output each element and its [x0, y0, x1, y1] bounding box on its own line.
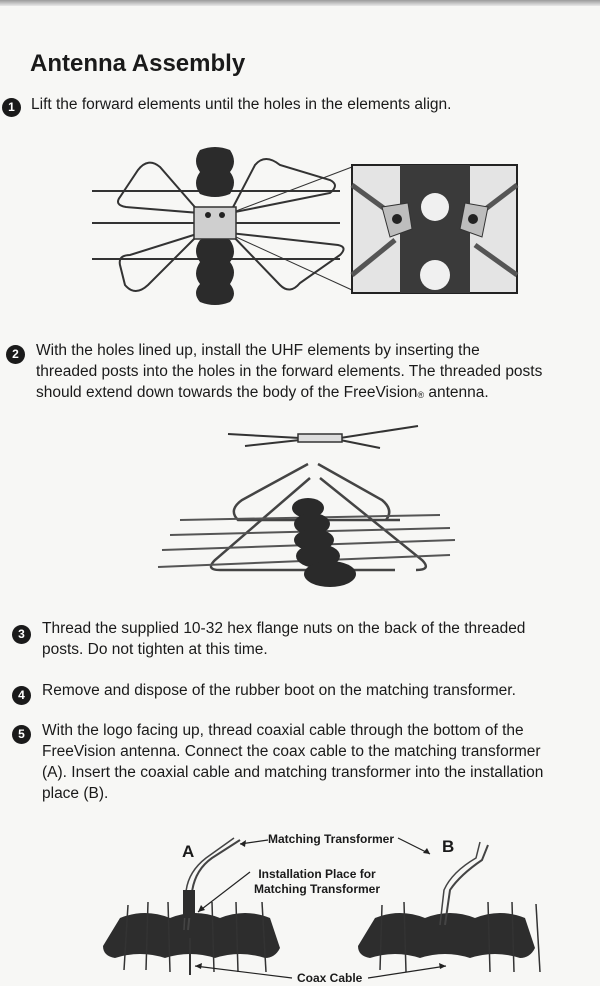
step-2-line-3-text: should extend down towards the body of t… — [36, 384, 418, 401]
step-2-line-1: With the holes lined up, install the UHF… — [36, 342, 480, 359]
step-5-text: With the logo facing up, thread coaxial … — [42, 720, 597, 804]
figure-forward-elements — [92, 147, 519, 305]
callout-installation-place: Installation Place for Matching Transfor… — [254, 867, 380, 897]
step-number-1: 1 — [2, 98, 21, 117]
registered-mark: ® — [417, 390, 425, 400]
page-title: Antenna Assembly — [30, 50, 246, 77]
step-5-line-1: With the logo facing up, thread coaxial … — [42, 722, 524, 739]
label-a: A — [182, 842, 195, 861]
figure-uhf-elements — [157, 425, 456, 587]
step-2-line-2: threaded posts into the holes in the for… — [36, 363, 543, 380]
callout-installation-line-2: Matching Transformer — [254, 882, 381, 896]
step-5-line-2: FreeVision antenna. Connect the coax cab… — [42, 743, 541, 760]
step-2-line-3-end: antenna. — [424, 384, 489, 401]
callout-coax-cable: Coax Cable — [297, 971, 363, 985]
step-number-4: 4 — [12, 686, 31, 705]
scan-edge — [0, 0, 600, 6]
step-2-line-3: should extend down towards the body of t… — [36, 382, 542, 406]
label-b: B — [442, 837, 455, 856]
step-number-2: 2 — [6, 345, 25, 364]
step-3-line-1: Thread the supplied 10-32 hex flange nut… — [42, 620, 526, 637]
step-number-3: 3 — [12, 625, 31, 644]
step-5-line-4: place (B). — [42, 785, 109, 802]
callout-installation-line-1: Installation Place for — [258, 867, 376, 881]
step-3-text: Thread the supplied 10-32 hex flange nut… — [42, 618, 525, 660]
step-number-5: 5 — [12, 725, 31, 744]
callout-matching-transformer: Matching Transformer — [268, 832, 395, 846]
step-3-line-2: posts. Do not tighten at this time. — [42, 641, 268, 658]
figure-matching-transformer — [103, 837, 541, 979]
step-5-line-3: (A). Insert the coaxial cable and matchi… — [42, 764, 544, 781]
step-2-text: With the holes lined up, install the UHF… — [36, 340, 542, 406]
step-4-text: Remove and dispose of the rubber boot on… — [42, 682, 516, 699]
step-1-text: Lift the forward elements until the hole… — [31, 96, 452, 113]
